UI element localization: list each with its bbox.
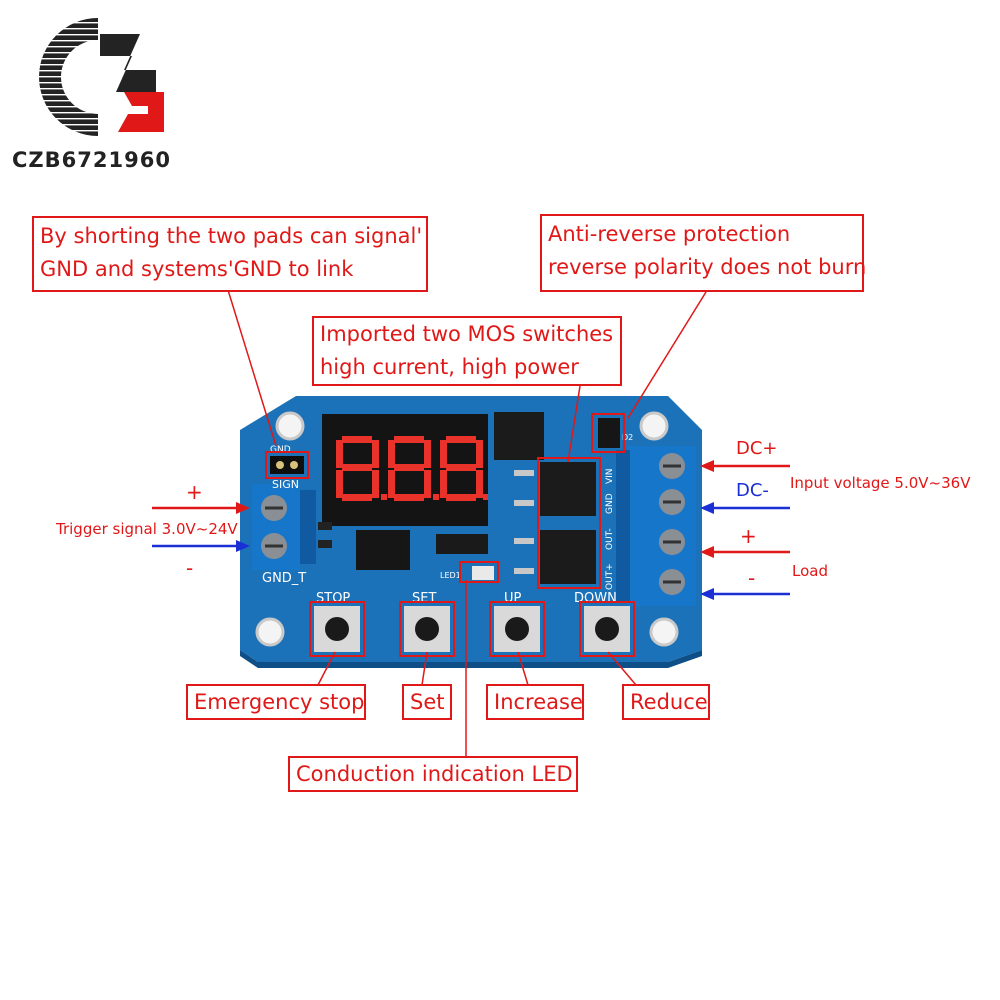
callout-led-text: Conduction indication LED xyxy=(296,762,573,786)
button-up xyxy=(494,606,540,652)
callout-emergency-stop-text: Emergency stop xyxy=(194,690,365,714)
callout-set-text: Set xyxy=(410,690,445,714)
mosfet xyxy=(494,412,544,460)
callout-mos-line1: Imported two MOS switches xyxy=(320,322,614,346)
trigger-minus-label: - xyxy=(186,556,194,580)
callout-increase-text: Increase xyxy=(494,690,583,714)
silk-d2: D2 xyxy=(622,433,633,442)
silk-led1: LED1 xyxy=(440,571,461,580)
protection-diode xyxy=(598,418,620,448)
dc-minus-label: DC- xyxy=(736,480,769,501)
callout-signal-gnd-line2: GND and systems'GND to link xyxy=(40,256,354,281)
mount-hole xyxy=(275,411,305,441)
dc-plus-label: DC+ xyxy=(736,438,778,459)
silk-out-minus: OUT- xyxy=(605,528,615,550)
mount-hole xyxy=(639,411,669,441)
callout-led: Conduction indication LED xyxy=(288,756,578,792)
callout-signal-gnd-line1: By shorting the two pads can signal' xyxy=(40,224,423,248)
callout-mos: Imported two MOS switches high current, … xyxy=(312,316,622,386)
button-set xyxy=(404,606,450,652)
trigger-signal-label: Trigger signal 3.0V~24V xyxy=(56,520,238,538)
trigger-plus-label: + xyxy=(186,480,203,504)
silk-up: UP xyxy=(504,591,522,606)
callout-anti-reverse: Anti-reverse protection reverse polarity… xyxy=(540,214,867,292)
silk-gnd-t: GND_T xyxy=(262,571,306,586)
signal-gnd-pads xyxy=(270,456,304,474)
brand-logo xyxy=(28,10,178,145)
button-stop xyxy=(314,606,360,652)
silk-stop: STOP xyxy=(316,591,350,606)
callout-anti-reverse-line1: Anti-reverse protection xyxy=(548,222,791,246)
callout-anti-reverse-line2: reverse polarity does not burn xyxy=(548,254,867,279)
callout-emergency-stop: Emergency stop xyxy=(186,684,366,720)
silk-vin: VIN xyxy=(605,468,615,484)
callout-increase: Increase xyxy=(486,684,584,720)
callout-set: Set xyxy=(402,684,452,720)
brand-watermark: CZB6721960 xyxy=(12,148,171,172)
load-minus-label: - xyxy=(748,566,756,590)
callout-reduce-text: Reduce xyxy=(630,690,708,714)
load-label: Load xyxy=(792,562,828,580)
callout-mos-line2: high current, high power xyxy=(320,354,579,379)
mount-hole xyxy=(649,617,679,647)
optocoupler xyxy=(356,530,410,570)
silk-gnd: GND xyxy=(270,445,291,455)
input-voltage-label: Input voltage 5.0V~36V xyxy=(790,474,971,492)
silk-sign: SIGN xyxy=(272,478,299,491)
callout-reduce: Reduce xyxy=(622,684,710,720)
silk-set: SET xyxy=(412,591,436,606)
mount-hole xyxy=(255,617,285,647)
load-plus-label: + xyxy=(740,524,757,548)
callout-signal-gnd: By shorting the two pads can signal' GND… xyxy=(32,216,428,292)
silk-gnd2: GND xyxy=(605,493,615,514)
silk-out-plus: OUT+ xyxy=(605,563,615,590)
button-down xyxy=(584,606,630,652)
